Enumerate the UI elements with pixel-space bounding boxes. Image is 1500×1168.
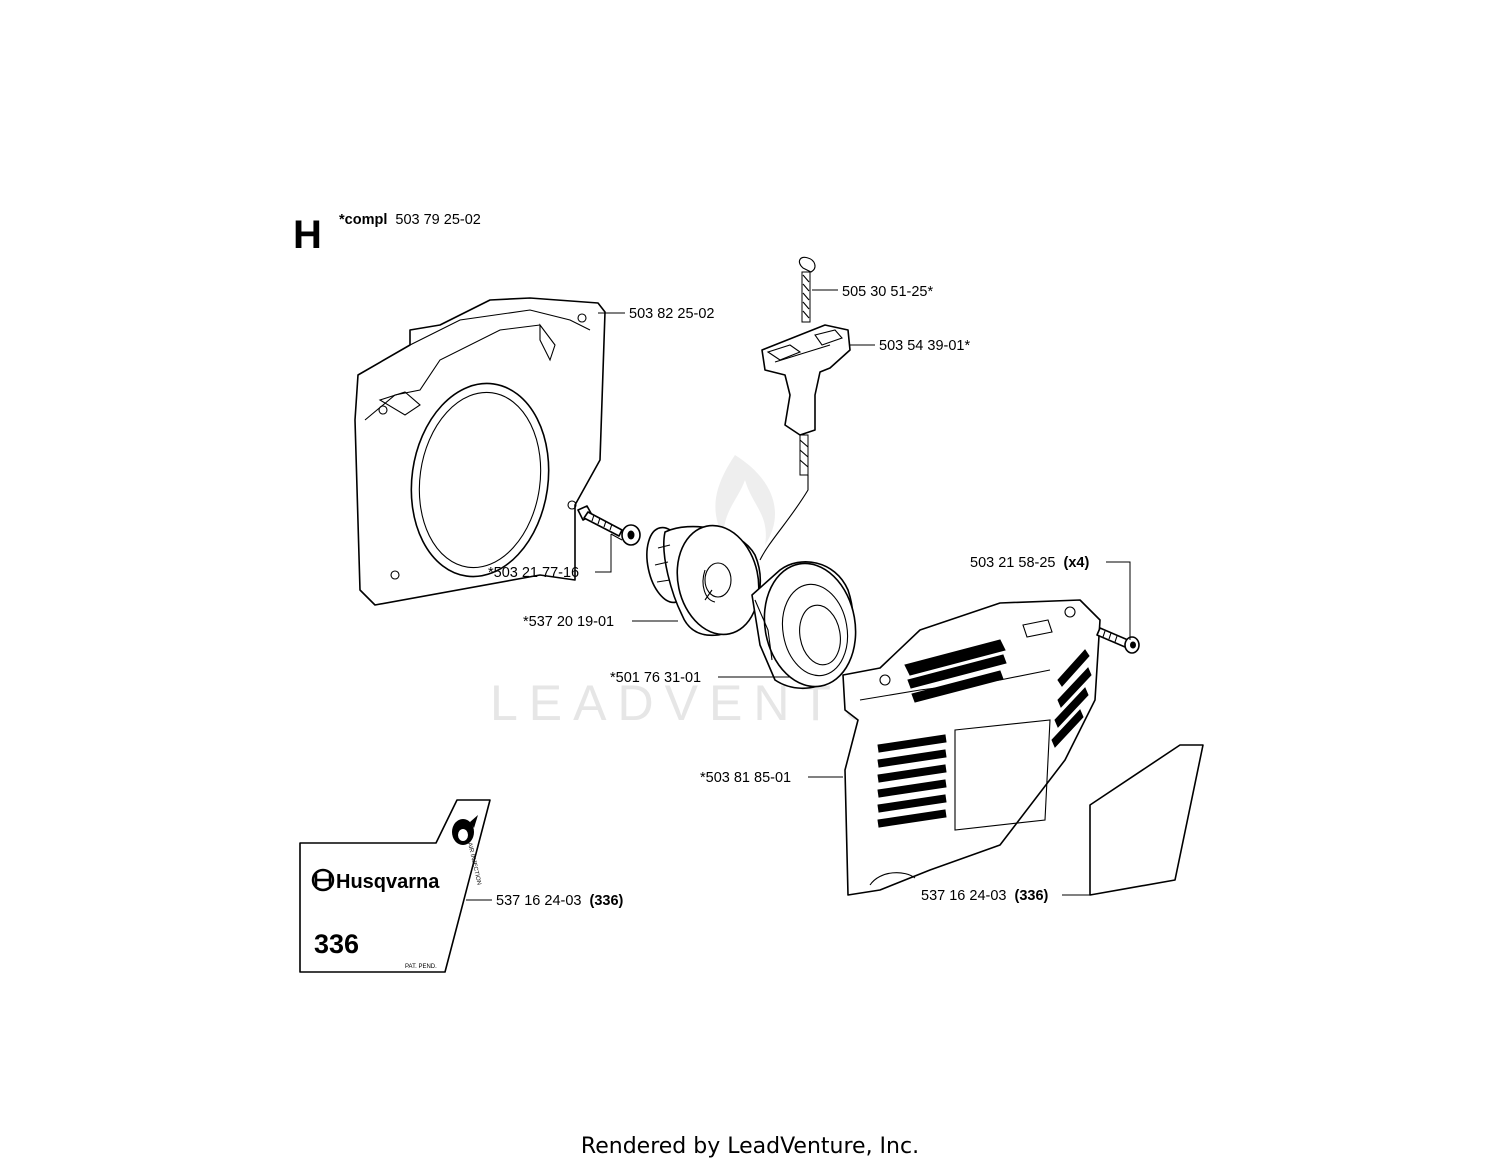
callout-cover-screw: 503 21 58-25 (x4) xyxy=(970,555,1089,571)
spring-cassette-part xyxy=(751,561,857,690)
callout-rope: 505 30 51-25* xyxy=(842,284,933,300)
decal-left-number: 537 16 24-03 xyxy=(496,893,581,909)
center-screw-part xyxy=(577,505,641,546)
decal-pat: PAT. PEND. xyxy=(405,964,437,970)
decal-left-model: (336) xyxy=(590,893,624,909)
decal-brand: Husqvarna xyxy=(336,871,440,893)
compl-prefix: *compl xyxy=(339,212,387,228)
callout-decal-left: 537 16 24-03 (336) xyxy=(496,893,624,909)
callout-cover: *503 81 85-01 xyxy=(700,770,791,786)
starter-rope-part xyxy=(759,256,816,561)
callout-handle: 503 54 39-01* xyxy=(879,338,970,354)
decal-right-model: (336) xyxy=(1015,888,1049,904)
cover-screw-number: 503 21 58-25 xyxy=(970,555,1055,571)
decal-right-part xyxy=(1089,744,1204,896)
air-injection-logo xyxy=(452,815,478,845)
fan-housing-part xyxy=(354,297,606,606)
section-letter: H xyxy=(293,213,322,257)
callout-decal-right: 537 16 24-03 (336) xyxy=(921,888,1049,904)
cover-screw-qty: (x4) xyxy=(1064,555,1090,571)
decal-left-part: AIR INJECTION Husqvarna 336 PAT. PEND. xyxy=(299,799,491,973)
starter-handle-part xyxy=(761,324,851,436)
callout-fan-housing: 503 82 25-02 xyxy=(629,306,714,322)
compl-line: *compl 503 79 25-02 xyxy=(339,212,481,228)
starter-pulley-part xyxy=(646,524,762,637)
callout-pulley: *537 20 19-01 xyxy=(523,614,614,630)
callout-spring-cassette: *501 76 31-01 xyxy=(610,670,701,686)
leader-screw xyxy=(595,533,623,573)
decal-right-number: 537 16 24-03 xyxy=(921,888,1006,904)
leader-cover-screw xyxy=(1106,561,1131,640)
footer-credit: Rendered by LeadVenture, Inc. xyxy=(580,1134,920,1159)
cover-vents xyxy=(877,639,1092,828)
cover-screw-part xyxy=(1096,627,1140,654)
decal-model: 336 xyxy=(314,929,359,959)
callout-screw: *503 21 77-16 xyxy=(488,565,579,581)
compl-number: 503 79 25-02 xyxy=(395,212,480,228)
husqvarna-logo-icon xyxy=(311,868,335,892)
starter-cover-part xyxy=(842,599,1101,896)
